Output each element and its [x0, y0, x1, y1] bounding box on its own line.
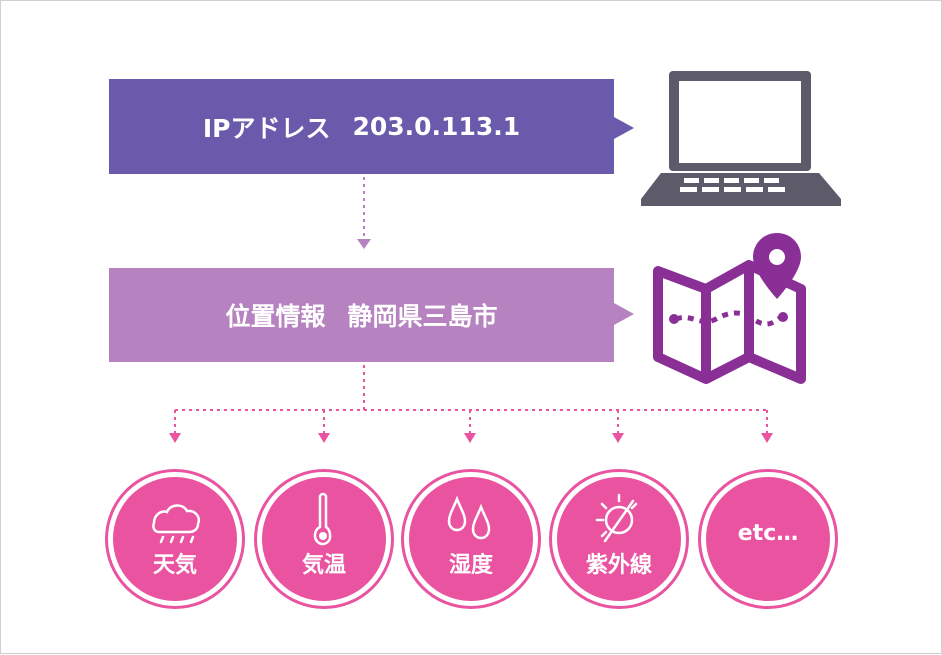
- ip-address-box: IPアドレス 203.0.113.1: [109, 79, 614, 174]
- water-drops-icon: [447, 495, 491, 540]
- etc-circle: etc…: [701, 472, 835, 606]
- location-box: 位置情報 静岡県三島市: [109, 268, 614, 362]
- location-label: 位置情報: [225, 302, 326, 331]
- humidity-label: 湿度: [448, 553, 493, 578]
- temperature-label: 気温: [301, 553, 346, 578]
- map-pin-icon: [653, 233, 806, 384]
- arrow-ip-to-location: [357, 177, 371, 249]
- temperature-circle: 気温: [257, 472, 391, 606]
- location-value: 静岡県三島市: [347, 302, 498, 331]
- arrow-tree: [174, 365, 768, 433]
- thermometer-icon: [313, 492, 332, 546]
- ip-box-pointer: [614, 117, 634, 139]
- laptop-icon: [641, 71, 841, 206]
- location-box-pointer: [614, 303, 634, 325]
- sun-off-icon: [595, 493, 638, 543]
- uv-label: 紫外線: [585, 553, 652, 578]
- weather-label: 天気: [152, 553, 197, 578]
- weather-circle: 天気: [108, 472, 242, 606]
- arrow-heads: [169, 433, 773, 443]
- ip-address-value: 203.0.113.1: [352, 112, 521, 141]
- cloud-rain-icon: [152, 504, 200, 544]
- ip-address-label: IPアドレス: [202, 113, 331, 143]
- humidity-circle: 湿度: [404, 472, 538, 606]
- uv-circle: 紫外線: [552, 472, 686, 606]
- etc-label: etc…: [737, 521, 799, 546]
